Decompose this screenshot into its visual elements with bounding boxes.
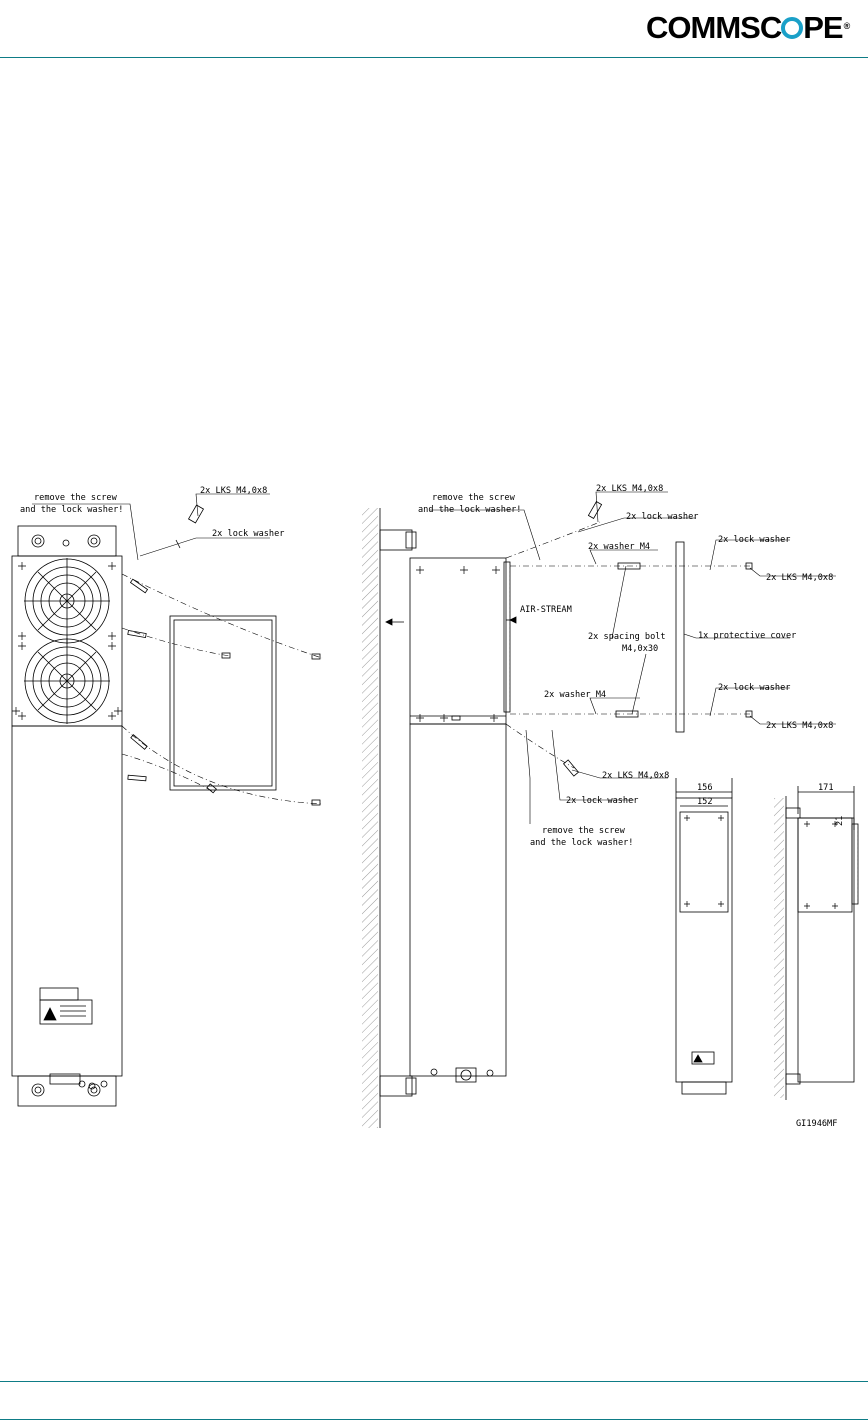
remove-screw-label-l1: remove the screw — [34, 493, 118, 503]
air-stream-label: AIR-STREAM — [520, 605, 572, 615]
protective-cover-left — [169, 615, 277, 791]
lock-washer-mid-label: 2x lock washer — [626, 512, 698, 522]
lock-washer-right-bottom: 2x lock washer — [718, 683, 790, 693]
remove-screw-label-l2: and the lock washer! — [20, 505, 123, 515]
remove-screw-bottom-l2: and the lock washer! — [530, 838, 633, 848]
lock-washer-right-top: 2x lock washer — [718, 535, 790, 545]
fan-upper-icon — [24, 558, 110, 644]
lks-label: 2x LKS M4,0x8 — [200, 486, 267, 496]
washer-m4-top: 2x washer M4 — [588, 542, 650, 552]
protective-cover-side — [675, 541, 685, 733]
mounting-drawing: remove the screw and the lock washer! 2x… — [11, 484, 859, 1129]
header-rule — [0, 57, 868, 58]
remove-screw-mid-l2: and the lock washer! — [418, 505, 521, 515]
protective-cover-label: 1x protective cover — [698, 631, 796, 641]
lks-mid-label: 2x LKS M4,0x8 — [596, 484, 663, 494]
dim-inner-width: 152 — [697, 797, 713, 807]
washer-m4-bottom: 2x washer M4 — [544, 690, 606, 700]
logo-ring-icon — [781, 16, 804, 39]
small-front-view — [675, 778, 733, 1095]
footer-rule-bottom — [0, 1419, 868, 1420]
small-side-view — [785, 786, 859, 1085]
footer-rule-top — [0, 1381, 868, 1382]
side-view-unit — [379, 529, 511, 1097]
lock-washer-bottom: 2x lock washer — [566, 796, 638, 806]
front-view-unit — [11, 525, 123, 1107]
spacing-bolt-l1: 2x spacing bolt — [588, 632, 666, 642]
dim-depth: 171 — [818, 783, 834, 793]
lks-bottom-label: 2x LKS M4,0x8 — [602, 771, 669, 781]
lock-washer-label: 2x lock washer — [212, 529, 284, 539]
lks-right-top: 2x LKS M4,0x8 — [766, 573, 833, 583]
remove-screw-bottom-l1: remove the screw — [542, 826, 626, 836]
dim-gap: 21 — [835, 816, 845, 826]
remove-screw-mid-l1: remove the screw — [432, 493, 516, 503]
lks-right-bottom: 2x LKS M4,0x8 — [766, 721, 833, 731]
fan-lower-icon — [24, 638, 110, 724]
dim-outer-width: 156 — [697, 783, 713, 793]
drawing-id: GI1946MF — [796, 1119, 837, 1129]
spacing-bolt-l2: M4,0x30 — [622, 644, 658, 654]
